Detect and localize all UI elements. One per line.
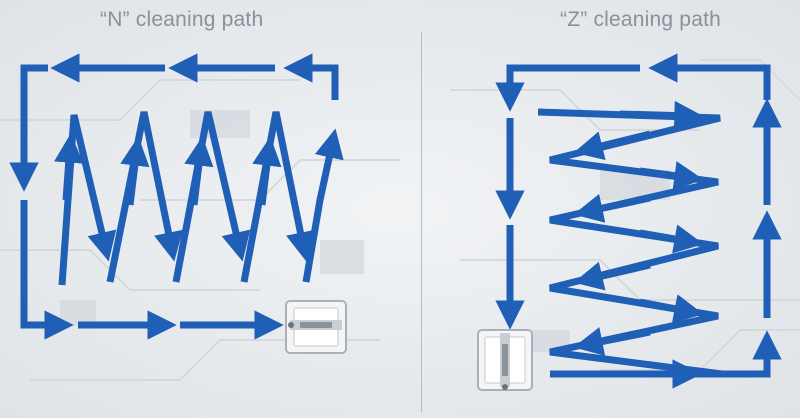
n-path-title: “N” cleaning path (100, 8, 264, 31)
z-cleaning-path (495, 53, 782, 389)
z-zigzag-arrow (619, 100, 704, 131)
z-zigzag-arrow (573, 327, 651, 356)
n-top-arrow (283, 53, 339, 100)
n-zigzag-stroke (106, 111, 183, 283)
n-window-robot (285, 300, 347, 354)
z-zigzag-arrow (639, 161, 704, 191)
n-up-arrow (184, 136, 214, 206)
n-zigzag-stroke (240, 111, 315, 283)
z-zigzag-arrow (639, 224, 704, 254)
z-zigzag-arrow (573, 130, 651, 161)
z-zigzag-arrow (639, 294, 704, 324)
z-top-arrow (648, 53, 771, 100)
n-up-arrow (252, 136, 282, 206)
n-zigzag-stroke (58, 114, 117, 286)
n-left-arrow (9, 64, 48, 192)
z-zigzag-arrow (573, 193, 651, 223)
n-up-arrow (54, 133, 84, 201)
n-up-arrow (120, 136, 150, 206)
z-zigzag-arrow (573, 261, 651, 291)
z-right-arrow (712, 330, 782, 378)
z-top-arrow (495, 64, 640, 112)
n-bottom-arrow (20, 200, 74, 340)
n-zigzag-stroke (302, 128, 344, 283)
z-path-title: “Z” cleaning path (560, 8, 721, 31)
n-zigzag-stroke (172, 111, 251, 283)
z-window-robot (477, 329, 533, 391)
panel-divider (421, 32, 422, 412)
n-cleaning-path (9, 53, 344, 340)
